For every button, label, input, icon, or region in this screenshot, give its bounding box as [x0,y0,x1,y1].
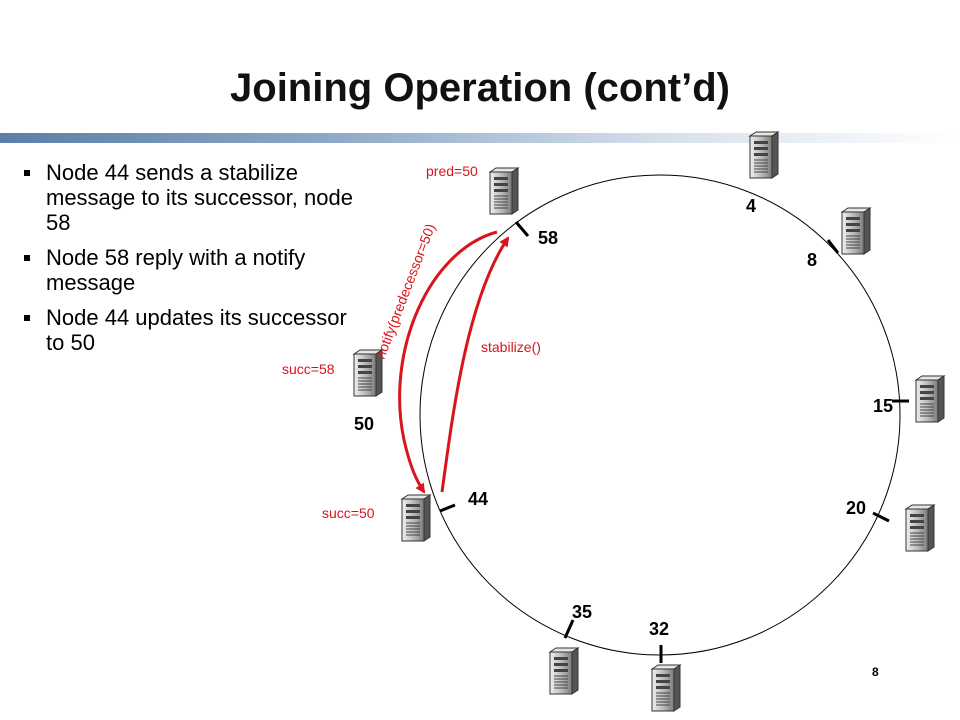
ring-tick-58 [514,221,530,237]
bullet-marker [24,255,30,261]
server-node-35-icon [549,647,579,695]
bullet-marker [24,170,30,176]
node-label-4: 4 [746,196,756,216]
node-label-8: 8 [807,250,817,270]
node-label-44: 44 [468,489,488,509]
title-rule [0,133,960,143]
server-node-44-icon [401,494,431,542]
server-node-32-icon [651,664,681,712]
server-node-8-icon [841,207,871,255]
node-label-15: 15 [873,396,893,416]
bullet-text: Node 44 sends a stabilize message to its… [46,160,353,235]
page-number: 8 [872,665,879,679]
stabilize-label: stabilize() [481,339,541,355]
bullet-list: Node 44 sends a stabilize message to its… [20,160,370,365]
ring-tick-35 [563,619,575,639]
notify-arrow [398,230,498,494]
bullet-text: Node 58 reply with a notify message [46,245,306,295]
server-node-4-icon [749,131,779,179]
ring-tick-44 [439,503,456,513]
pred-label: pred=50 [426,163,478,179]
bullet-item: Node 58 reply with a notify message [20,245,370,295]
bullet-marker [24,315,30,321]
server-node-15-icon [915,375,945,423]
node-label-35: 35 [572,602,592,622]
slide-title: Joining Operation (cont’d) [230,66,730,110]
ring-tick-20 [872,511,890,523]
stabilize-arrow [440,236,510,493]
bullet-text: Node 44 updates its successor to 50 [46,305,347,355]
node-label-58: 58 [538,228,558,248]
ring-tick-8 [826,239,840,254]
succ-label-joining: succ=58 [282,361,335,377]
node-label-50: 50 [354,414,374,434]
node-label-20: 20 [846,498,866,518]
bullet-item: Node 44 sends a stabilize message to its… [20,160,370,235]
succ-label-44: succ=50 [322,505,375,521]
bullet-item: Node 44 updates its successor to 50 [20,305,370,355]
ring-circle [419,174,901,656]
node-label-32: 32 [649,619,669,639]
server-node-58-icon [489,167,519,215]
server-node-20-icon [905,504,935,552]
